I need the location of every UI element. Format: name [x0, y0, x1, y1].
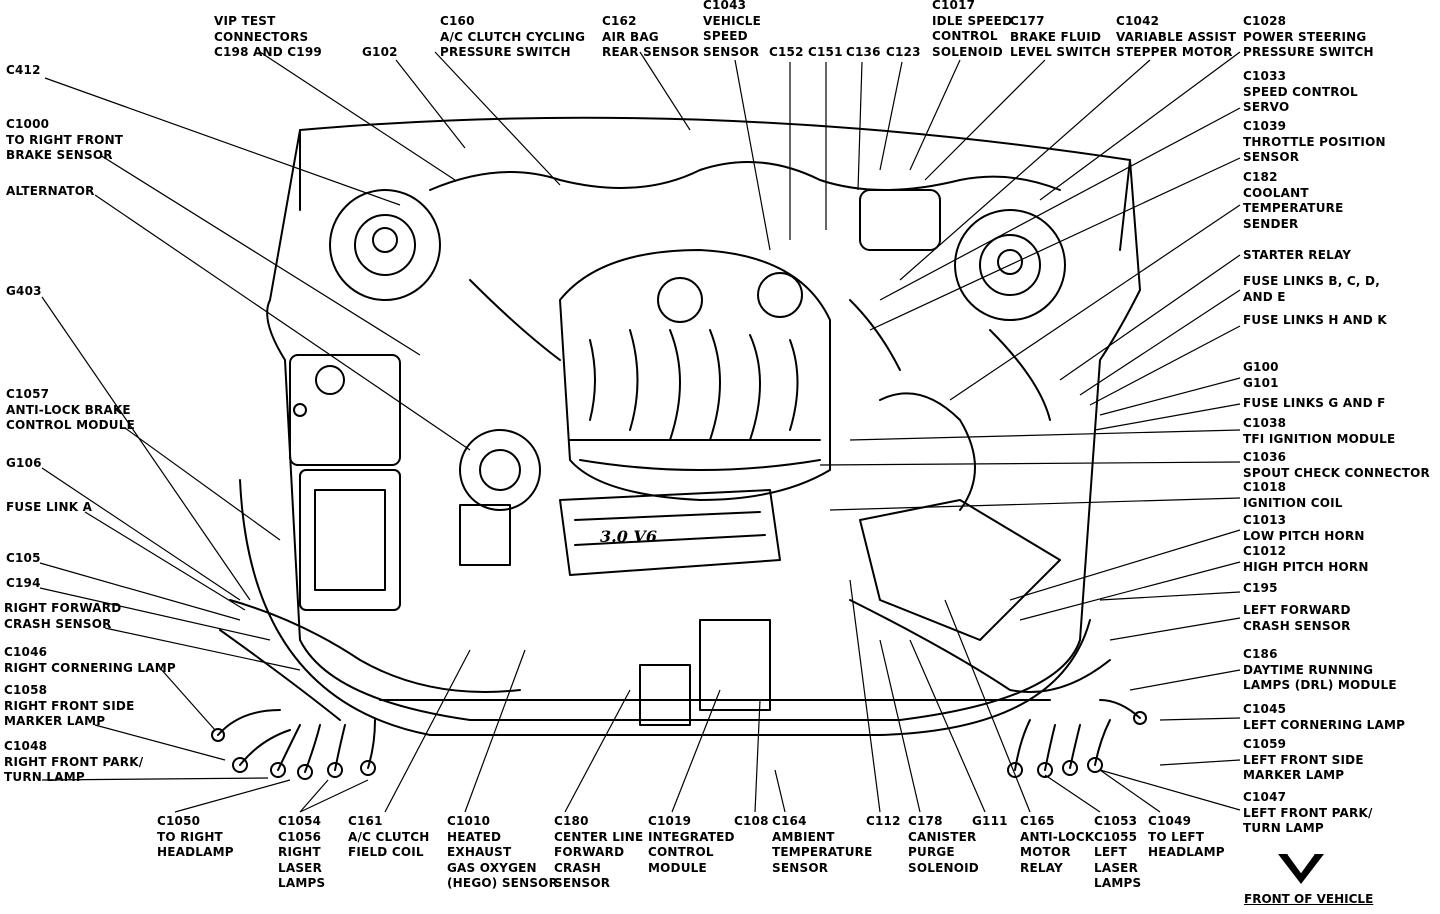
label-g100-g101: G100 G101	[1243, 360, 1279, 390]
label-fuse-links-hk: FUSE LINKS H AND K	[1243, 313, 1387, 327]
label-fuse-links-gf: FUSE LINKS G AND F	[1243, 396, 1386, 410]
label-c1046: C1046 RIGHT CORNERING LAMP	[4, 645, 176, 675]
label-c412: C412	[6, 63, 41, 77]
label-c162: C162 AIR BAG REAR SENSOR	[602, 14, 700, 59]
label-c1053-c1055: C1053 C1055 LEFT LASER LAMPS	[1094, 814, 1142, 890]
intake-manifold	[559, 249, 831, 501]
label-g403: G403	[6, 284, 42, 298]
label-c1017: C1017 IDLE SPEED CONTROL SOLENOID	[932, 0, 1013, 59]
label-c177: C177 BRAKE FLUID LEVEL SWITCH	[1010, 14, 1111, 59]
label-g111: G111	[972, 814, 1008, 828]
battery-box	[289, 354, 401, 466]
label-c1054-c1056: C1054 C1056 RIGHT LASER LAMPS	[278, 814, 326, 890]
label-vip-test-connectors: VIP TEST CONNECTORS C198 AND C199	[214, 14, 322, 59]
label-right-forward-crash-sensor: RIGHT FORWARD CRASH SENSOR	[4, 601, 122, 631]
label-c1036: C1036 SPOUT CHECK CONNECTOR	[1243, 450, 1431, 480]
left-strut-tower	[954, 209, 1066, 321]
label-c152: C152	[769, 45, 804, 59]
label-c1033: C1033 SPEED CONTROL SERVO	[1243, 69, 1358, 114]
label-c123: C123	[886, 45, 921, 59]
label-c136: C136	[846, 45, 881, 59]
label-c160: C160 A/C CLUTCH CYCLING PRESSURE SWITCH	[440, 14, 586, 59]
label-c1000: C1000 TO RIGHT FRONT BRAKE SENSOR	[6, 117, 124, 162]
valve-cover	[559, 489, 781, 576]
brake-master-cylinder	[859, 189, 941, 251]
label-c1038: C1038 TFI IGNITION MODULE	[1243, 416, 1396, 446]
radiator-lower	[639, 664, 691, 726]
fender-outline	[266, 116, 1141, 721]
right-headlamp-connector	[211, 728, 225, 742]
label-c182: C182 COOLANT TEMPERATURE SENDER	[1243, 170, 1344, 231]
label-c165: C165 ANTI-LOCK MOTOR RELAY	[1020, 814, 1095, 875]
label-c194: C194	[6, 576, 41, 590]
label-c1042: C1042 VARIABLE ASSIST STEPPER MOTOR	[1116, 14, 1237, 59]
label-c1028: C1028 POWER STEERING PRESSURE SWITCH	[1243, 14, 1374, 59]
label-starter-relay: STARTER RELAY	[1243, 248, 1352, 262]
label-c161: C161 A/C CLUTCH FIELD COIL	[348, 814, 430, 859]
fuse-box	[299, 469, 401, 611]
label-g106: G106	[6, 456, 42, 470]
label-c112: C112	[866, 814, 901, 828]
label-c1045: C1045 LEFT CORNERING LAMP	[1243, 702, 1406, 732]
label-c105: C105	[6, 551, 41, 565]
label-c195: C195	[1243, 581, 1278, 595]
label-c1050: C1050 TO RIGHT HEADLAMP	[157, 814, 234, 859]
label-c1039: C1039 THROTTLE POSITION SENSOR	[1243, 119, 1386, 164]
label-c178: C178 CANISTER PURGE SOLENOID	[908, 814, 979, 875]
label-c1043: C1043 VEHICLE SPEED SENSOR	[703, 0, 762, 59]
label-alternator: ALTERNATOR	[6, 184, 95, 198]
label-c186: C186 DAYTIME RUNNING LAMPS (DRL) MODULE	[1243, 647, 1397, 692]
label-c1057: C1057 ANTI-LOCK BRAKE CONTROL MODULE	[6, 387, 135, 432]
label-fuse-link-a: FUSE LINK A	[6, 500, 93, 514]
label-c1019: C1019 INTEGRATED CONTROL MODULE	[648, 814, 735, 875]
label-c1059: C1059 LEFT FRONT SIDE MARKER LAMP	[1243, 737, 1364, 782]
label-left-forward-crash-sensor: LEFT FORWARD CRASH SENSOR	[1243, 603, 1351, 633]
left-headlamp-connector	[1133, 711, 1147, 725]
front-arrow-icon	[1278, 853, 1324, 884]
label-fuse-links-bcde: FUSE LINKS B, C, D, AND E	[1243, 274, 1380, 304]
label-c164: C164 AMBIENT TEMPERATURE SENSOR	[772, 814, 873, 875]
label-c1018: C1018 IGNITION COIL	[1243, 480, 1343, 510]
engine-badge: 3.0 V6	[600, 527, 657, 546]
label-c1013: C1013 LOW PITCH HORN	[1243, 513, 1365, 543]
label-c1049: C1049 TO LEFT HEADLAMP	[1148, 814, 1225, 859]
label-c1048: C1048 RIGHT FRONT PARK/ TURN LAMP	[4, 739, 144, 784]
label-c180: C180 CENTER LINE FORWARD CRASH SENSOR	[554, 814, 644, 890]
label-c1010: C1010 HEATED EXHAUST GAS OXYGEN (HEGO) S…	[447, 814, 559, 890]
front-of-vehicle-label: FRONT OF VEHICLE	[1244, 892, 1374, 906]
label-g102: G102	[362, 45, 398, 59]
label-c151: C151	[808, 45, 843, 59]
label-c1047: C1047 LEFT FRONT PARK/ TURN LAMP	[1243, 790, 1373, 835]
wiring-harness	[219, 599, 1111, 721]
alternator-body	[459, 429, 541, 511]
label-c1012: C1012 HIGH PITCH HORN	[1243, 544, 1369, 574]
label-c1058: C1058 RIGHT FRONT SIDE MARKER LAMP	[4, 683, 135, 728]
right-strut-tower	[329, 189, 441, 301]
label-c108: C108	[734, 814, 769, 828]
